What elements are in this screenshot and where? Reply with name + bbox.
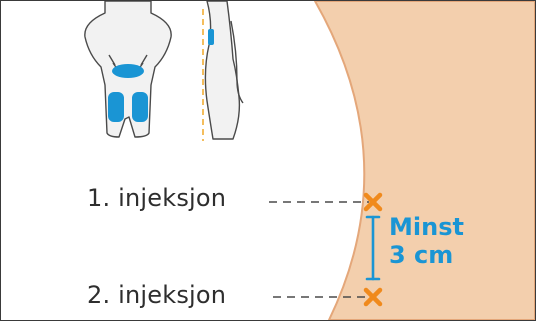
body-side-icon xyxy=(203,1,243,141)
skin-closeup xyxy=(315,1,535,320)
distance-line-2: 3 cm xyxy=(389,241,464,269)
body-front-icon xyxy=(85,1,171,137)
second-injection-label: 2. injeksjon xyxy=(87,281,226,309)
abdomen-injection-area xyxy=(112,64,144,78)
right-thigh-injection-area xyxy=(132,92,148,122)
side-injection-area xyxy=(208,29,214,45)
first-injection-label: 1. injeksjon xyxy=(87,184,226,212)
minimum-distance-label: Minst 3 cm xyxy=(389,213,464,269)
distance-line-1: Minst xyxy=(389,213,464,241)
left-thigh-injection-area xyxy=(108,92,124,122)
